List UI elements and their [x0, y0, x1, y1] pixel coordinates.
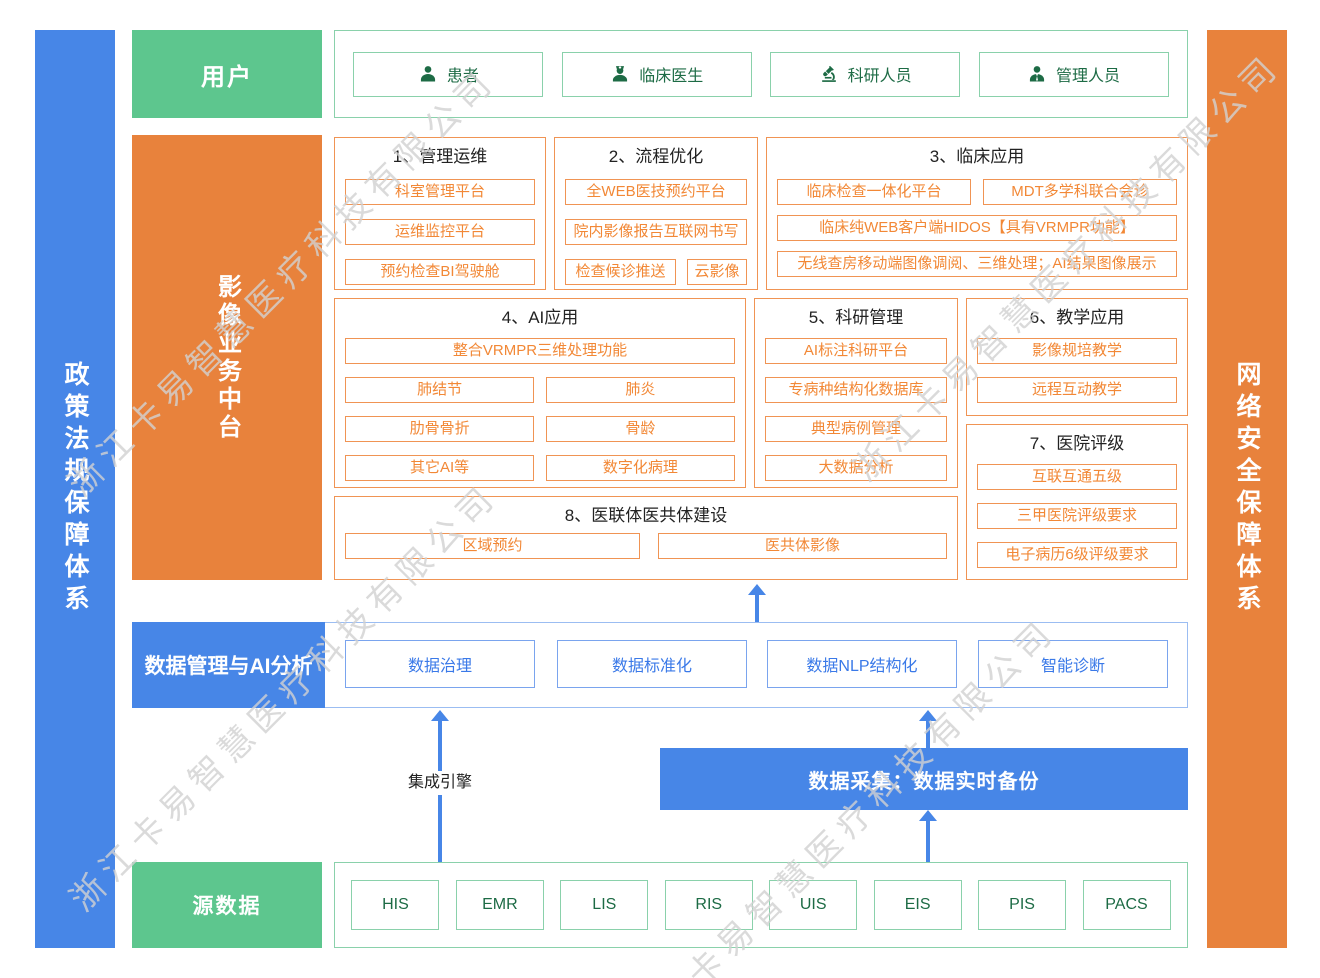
section-management-ops: 1、管理运维 科室管理平台 运维监控平台 预约检查BI驾驶舱 — [334, 137, 546, 290]
source-system-pacs: PACS — [1082, 880, 1171, 930]
arrow-up-to-collection — [919, 810, 937, 821]
item-box: 其它AI等 — [345, 455, 535, 481]
source-system-his: HIS — [351, 880, 440, 930]
imaging-platform-label-block: 影像业务中台 — [132, 135, 322, 580]
item-box: AI标注科研平台 — [765, 338, 947, 364]
section-medical-alliance: 8、医联体医共体建设 区域预约 医共体影像 — [334, 496, 958, 580]
item-box: 肋骨骨折 — [345, 416, 535, 442]
integration-engine-label: 集成引擎 — [394, 771, 486, 795]
source-system-lis: LIS — [560, 880, 649, 930]
microscope-icon — [821, 65, 836, 82]
arrow-line — [926, 720, 930, 748]
item-box: 科室管理平台 — [345, 179, 535, 205]
users-container: 患者 临床医生 科研人员 管理人员 — [334, 30, 1188, 118]
section-title: 6、教学应用 — [1029, 308, 1125, 327]
network-security-pillar: 网络安全保障体系 — [1207, 30, 1287, 948]
user-patient: 患者 — [353, 51, 544, 97]
item-box: 院内影像报告互联网书写 — [565, 219, 747, 245]
item-box: 远程互动教学 — [977, 377, 1177, 403]
item-box: 无线查房移动端图像调阅、三维处理；AI结果图像展示 — [777, 251, 1177, 277]
item-box: 医共体影像 — [658, 533, 947, 559]
item-box: 大数据分析 — [765, 455, 947, 481]
patient-icon — [420, 66, 435, 82]
source-system-ris: RIS — [664, 880, 753, 930]
data-mgmt-label: 数据管理与AI分析 — [132, 622, 325, 708]
item-box: 云影像 — [686, 259, 747, 285]
source-data-label: 源数据 — [132, 862, 322, 948]
item-box: 典型病例管理 — [765, 416, 947, 442]
section-title: 7、医院评级 — [1029, 434, 1125, 453]
section-process-optimization: 2、流程优化 全WEB医技预约平台 院内影像报告互联网书写 检查候诊推送 云影像 — [554, 137, 758, 290]
user-manager-label: 管理人员 — [1056, 68, 1121, 85]
data-governance-box: 数据治理 — [345, 640, 535, 688]
imaging-platform-label: 影像业务中台 — [213, 273, 241, 442]
doctor-icon — [613, 66, 628, 82]
item-box: 肺炎 — [545, 377, 735, 403]
source-system-eis: EIS — [873, 880, 962, 930]
arrow-line — [926, 820, 930, 862]
section-title: 4、AI应用 — [501, 308, 579, 327]
user-manager: 管理人员 — [978, 51, 1169, 97]
source-systems-container: HIS EMR LIS RIS UIS EIS PIS PACS — [334, 862, 1188, 948]
section-title: 5、科研管理 — [808, 308, 904, 327]
item-box: 肺结节 — [345, 377, 535, 403]
item-box: 互联互通五级 — [977, 464, 1177, 490]
user-clinician-label: 临床医生 — [639, 68, 704, 85]
policy-regulation-label: 政策法规保障体系 — [61, 361, 89, 617]
item-box: 运维监控平台 — [345, 219, 535, 245]
item-box: 临床检查一体化平台 — [777, 179, 971, 205]
section-research-management: 5、科研管理 AI标注科研平台 专病种结构化数据库 典型病例管理 大数据分析 — [754, 298, 958, 488]
section-title: 2、流程优化 — [608, 147, 704, 166]
policy-regulation-pillar: 政策法规保障体系 — [35, 30, 115, 948]
arrow-up-integration-engine — [431, 710, 449, 721]
smart-diagnosis-box: 智能诊断 — [978, 640, 1168, 688]
item-box: 全WEB医技预约平台 — [565, 179, 747, 205]
item-box: 骨龄 — [545, 416, 735, 442]
item-box: 区域预约 — [345, 533, 640, 559]
source-system-emr: EMR — [455, 880, 544, 930]
section-title: 1、管理运维 — [392, 147, 488, 166]
item-box: 临床纯WEB客户端HIDOS【具有VRMPR功能】 — [777, 215, 1177, 241]
section-title: 8、医联体医共体建设 — [564, 506, 728, 525]
user-patient-label: 患者 — [446, 68, 479, 85]
item-box: 检查候诊推送 — [565, 259, 677, 285]
item-box: 数字化病理 — [545, 455, 735, 481]
users-row-label: 用户 — [132, 30, 322, 118]
item-box: MDT多学科联合会诊 — [983, 179, 1177, 205]
arrow-up-to-platform — [748, 584, 766, 595]
section-hospital-rating: 7、医院评级 互联互通五级 三甲医院评级要求 电子病历6级评级要求 — [966, 424, 1188, 580]
user-researcher: 科研人员 — [770, 51, 961, 97]
section-ai-application: 4、AI应用 整合VRMPR三维处理功能 肺结节 肺炎 肋骨骨折 骨龄 其它AI… — [334, 298, 746, 488]
section-clinical-application: 3、临床应用 临床检查一体化平台 MDT多学科联合会诊 临床纯WEB客户端HID… — [766, 137, 1188, 290]
section-title: 3、临床应用 — [929, 147, 1025, 166]
user-clinician: 临床医生 — [561, 51, 752, 97]
data-nlp-box: 数据NLP结构化 — [767, 640, 957, 688]
network-security-label: 网络安全保障体系 — [1233, 361, 1261, 617]
item-box: 专病种结构化数据库 — [765, 377, 947, 403]
item-box: 三甲医院评级要求 — [977, 503, 1177, 529]
source-system-uis: UIS — [769, 880, 858, 930]
manager-icon — [1029, 66, 1045, 82]
data-collection-bar: 数据采集：数据实时备份 — [660, 748, 1188, 810]
section-teaching-application: 6、教学应用 影像规培教学 远程互动教学 — [966, 298, 1188, 416]
data-standardization-box: 数据标准化 — [557, 640, 747, 688]
user-researcher-label: 科研人员 — [847, 68, 912, 85]
item-box: 整合VRMPR三维处理功能 — [345, 338, 735, 364]
item-box: 影像规培教学 — [977, 338, 1177, 364]
arrow-up-from-collection — [919, 710, 937, 721]
item-box: 电子病历6级评级要求 — [977, 542, 1177, 568]
source-system-pis: PIS — [978, 880, 1067, 930]
item-box: 预约检查BI驾驶舱 — [345, 259, 535, 285]
arrow-line — [755, 594, 759, 622]
